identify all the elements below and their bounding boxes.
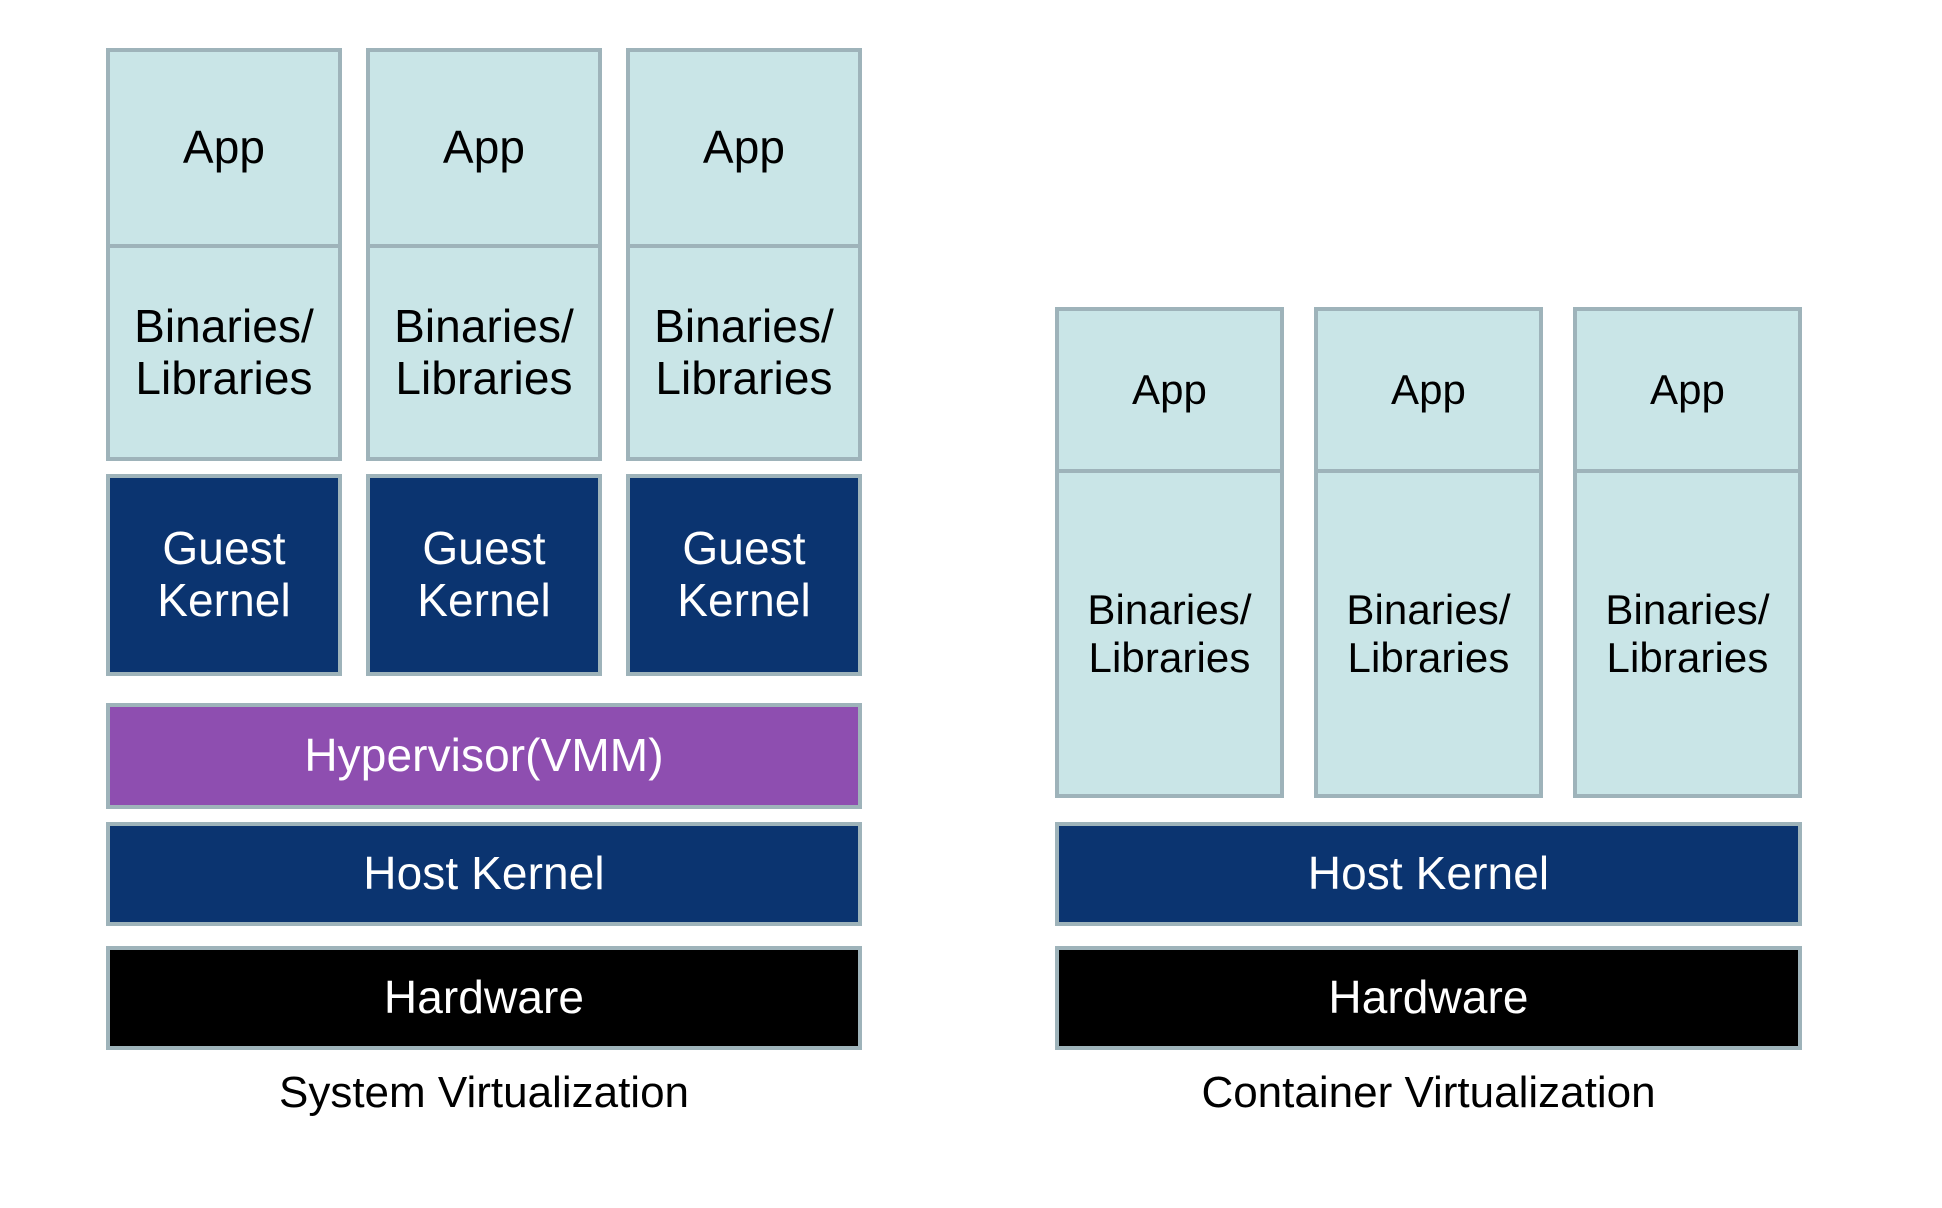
- system-host-kernel-band: Host Kernel: [106, 822, 862, 926]
- system-hardware-band: Hardware: [106, 946, 862, 1050]
- container-binaries-box-1: Binaries/ Libraries: [1055, 471, 1284, 798]
- container-virtualization-caption: Container Virtualization: [1055, 1068, 1802, 1118]
- system-host-kernel-label: Host Kernel: [363, 847, 605, 900]
- system-app-box-2: App: [366, 48, 602, 246]
- container-app-label-1: App: [1131, 366, 1208, 414]
- system-app-label-3: App: [702, 121, 786, 174]
- system-hypervisor-label: Hypervisor(VMM): [304, 729, 664, 782]
- system-hardware-label: Hardware: [383, 971, 585, 1024]
- container-hardware-band: Hardware: [1055, 946, 1802, 1050]
- container-host-kernel-band: Host Kernel: [1055, 822, 1802, 926]
- container-app-box-2: App: [1314, 307, 1543, 471]
- container-host-kernel-label: Host Kernel: [1307, 847, 1550, 900]
- system-guest-kernel-label-1: Guest Kernel: [157, 522, 291, 626]
- system-binaries-label-3: Binaries/ Libraries: [654, 299, 834, 404]
- system-app-box-1: App: [106, 48, 342, 246]
- system-app-box-3: App: [626, 48, 862, 246]
- system-guest-kernel-label-2: Guest Kernel: [417, 522, 551, 626]
- system-app-label-1: App: [182, 121, 266, 174]
- system-guest-kernel-box-2: Guest Kernel: [366, 474, 602, 676]
- container-binaries-box-3: Binaries/ Libraries: [1573, 471, 1802, 798]
- container-hardware-label: Hardware: [1328, 971, 1529, 1024]
- system-guest-kernel-box-3: Guest Kernel: [626, 474, 862, 676]
- system-virtualization-caption-text: System Virtualization: [278, 1068, 690, 1117]
- system-guest-kernel-label-3: Guest Kernel: [677, 522, 811, 626]
- container-virtualization-caption-text: Container Virtualization: [1201, 1068, 1656, 1117]
- container-binaries-label-2: Binaries/ Libraries: [1346, 586, 1511, 681]
- system-hypervisor-band: Hypervisor(VMM): [106, 703, 862, 809]
- system-binaries-label-1: Binaries/ Libraries: [134, 299, 314, 404]
- container-app-label-3: App: [1649, 366, 1726, 414]
- container-app-label-2: App: [1390, 366, 1467, 414]
- system-binaries-label-2: Binaries/ Libraries: [394, 299, 574, 404]
- container-binaries-label-1: Binaries/ Libraries: [1087, 586, 1252, 681]
- system-app-label-2: App: [442, 121, 526, 174]
- container-app-box-3: App: [1573, 307, 1802, 471]
- container-binaries-box-2: Binaries/ Libraries: [1314, 471, 1543, 798]
- container-app-box-1: App: [1055, 307, 1284, 471]
- system-binaries-box-1: Binaries/ Libraries: [106, 246, 342, 461]
- container-binaries-label-3: Binaries/ Libraries: [1605, 586, 1770, 681]
- system-binaries-box-2: Binaries/ Libraries: [366, 246, 602, 461]
- system-guest-kernel-box-1: Guest Kernel: [106, 474, 342, 676]
- system-binaries-box-3: Binaries/ Libraries: [626, 246, 862, 461]
- system-virtualization-caption: System Virtualization: [106, 1068, 862, 1118]
